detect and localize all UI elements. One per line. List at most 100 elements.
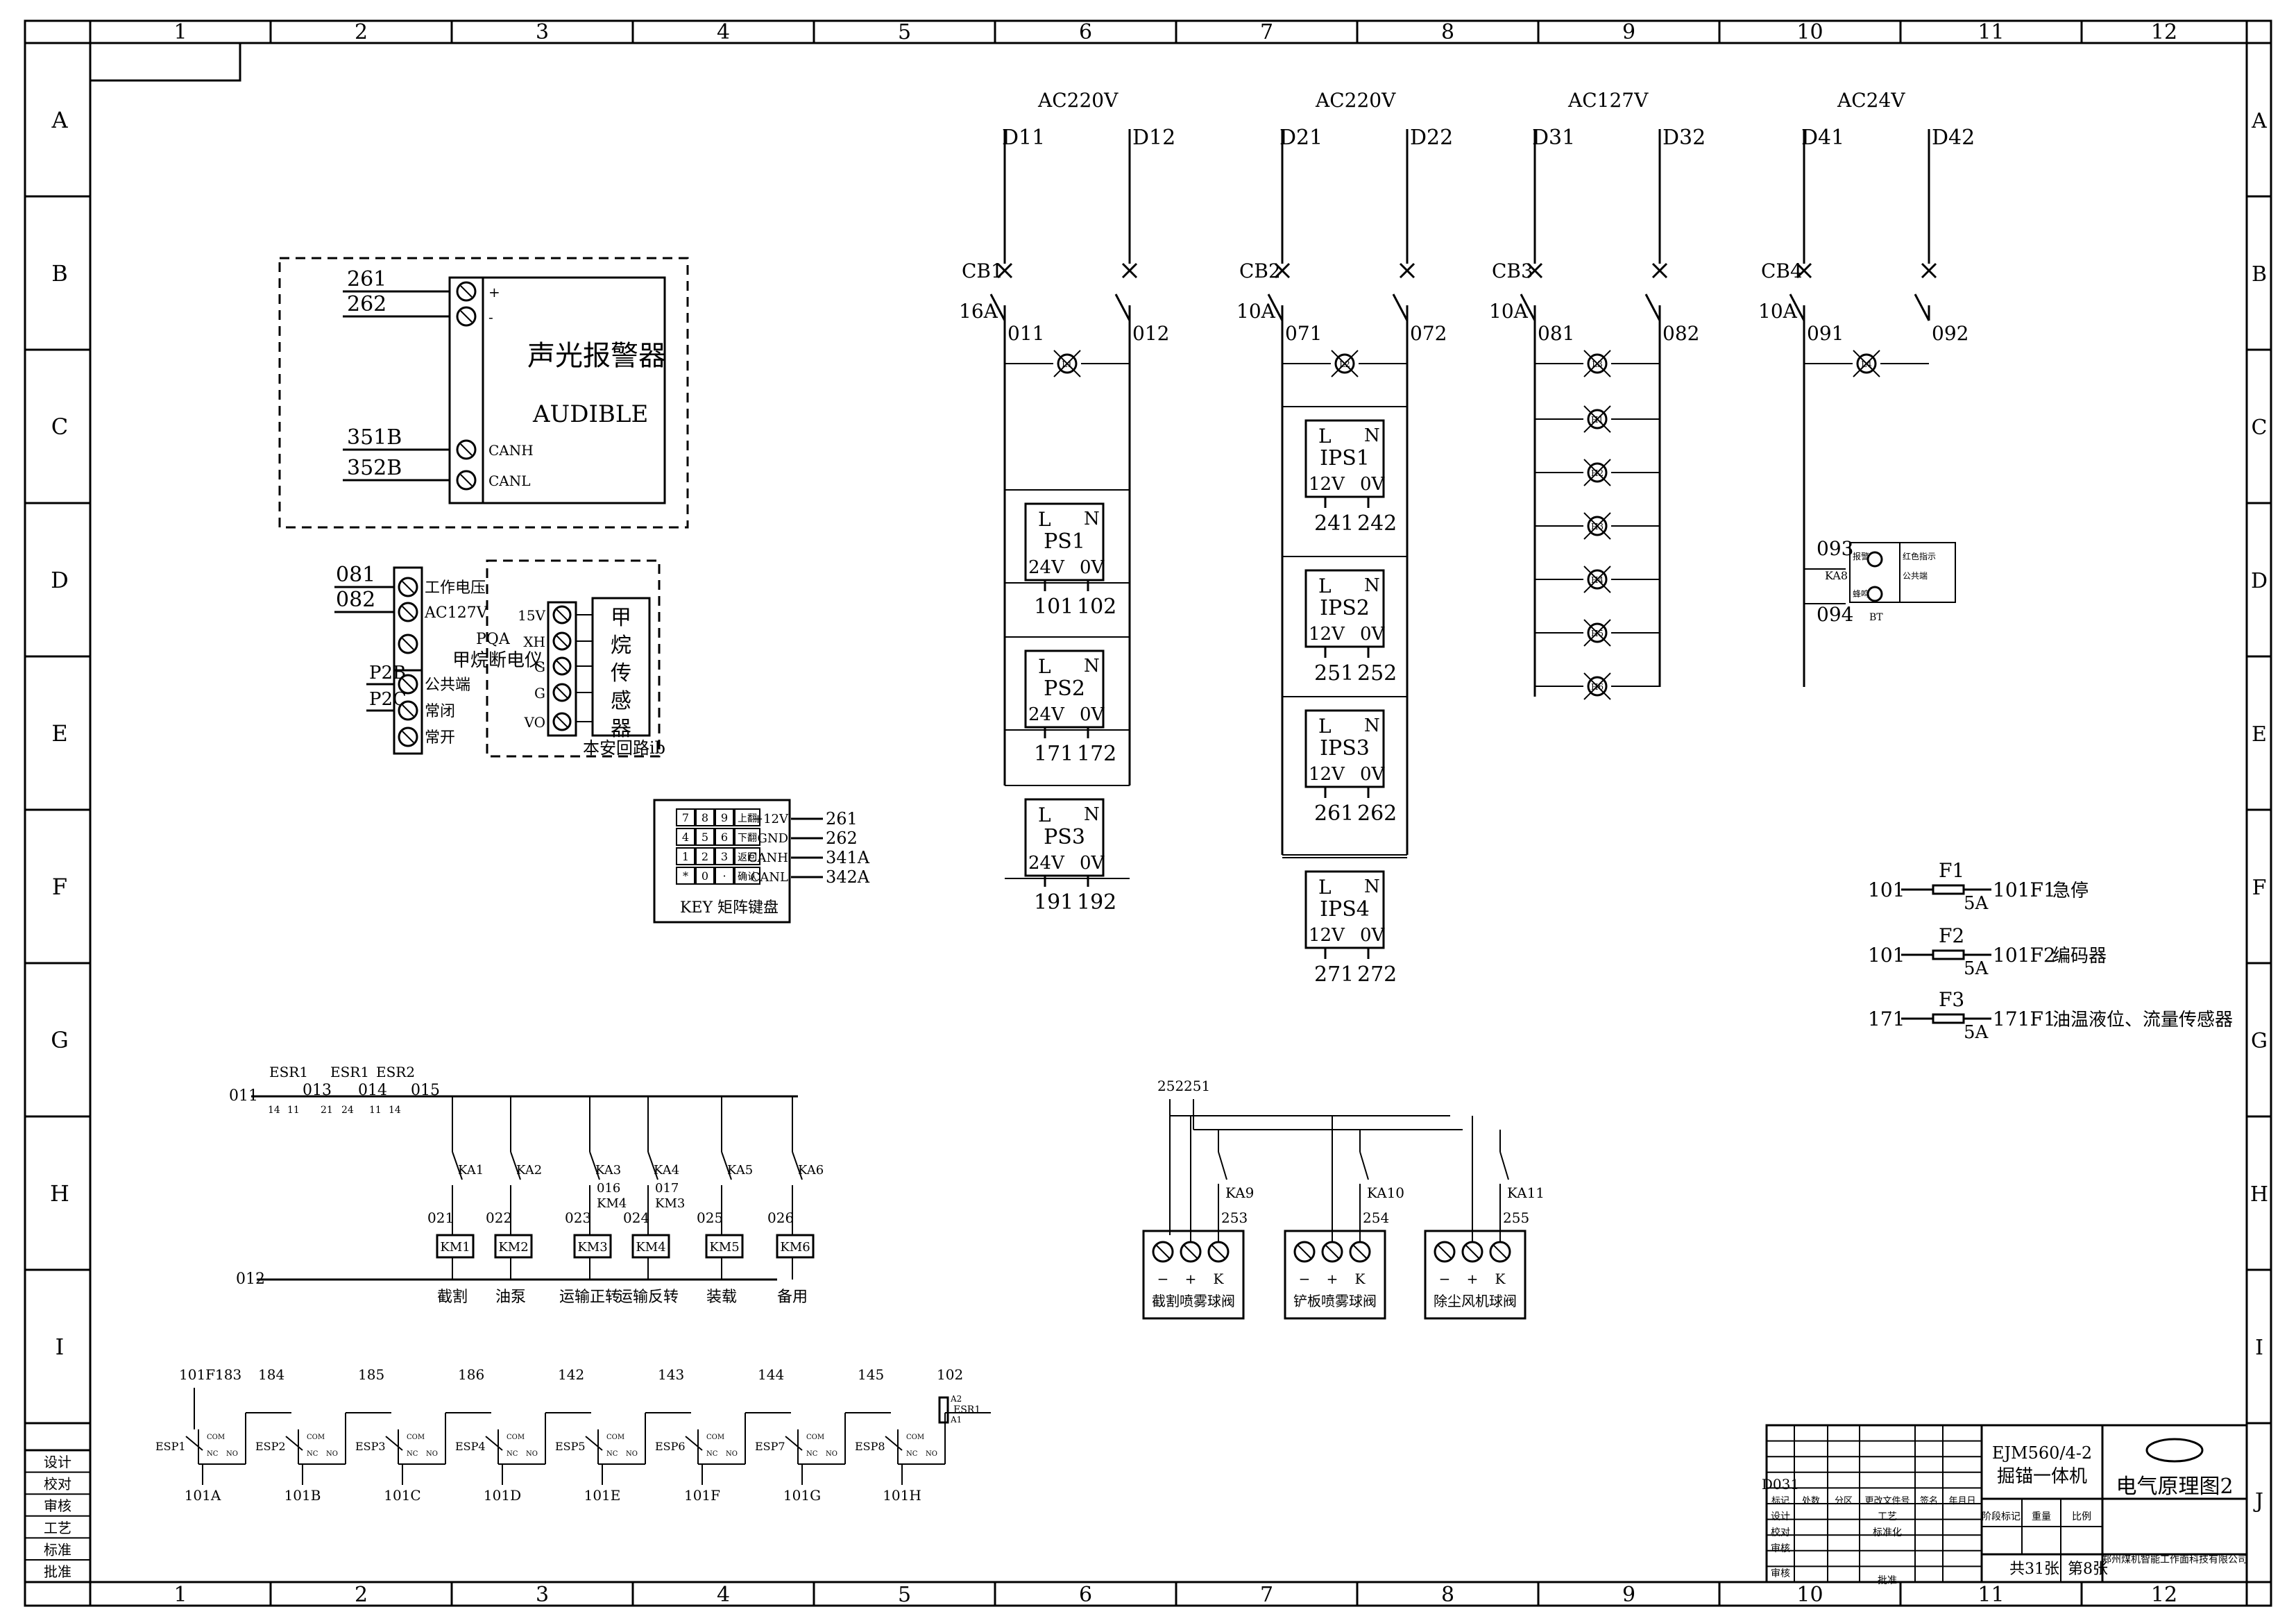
contact-tag: NO <box>826 1450 837 1458</box>
supply-input-label: D21 <box>1279 126 1323 150</box>
sensor-char: 器 <box>611 717 631 741</box>
psu-name: IPS1 <box>1320 446 1370 470</box>
contact-tag: NO <box>426 1450 438 1458</box>
screw-slot <box>1184 1245 1198 1259</box>
bus-label: 013 <box>303 1082 332 1099</box>
coil-pin: A2 <box>950 1394 962 1404</box>
interlock-node: 017 <box>655 1181 679 1196</box>
keypad-key <box>715 808 734 826</box>
side-label: 校对 <box>44 1476 71 1493</box>
keypad-key <box>715 828 734 846</box>
column-label: 2 <box>355 1583 368 1607</box>
valve-label: 截割喷雾球阀 <box>1152 1293 1235 1309</box>
terminal-screw <box>398 634 418 654</box>
row-label: F <box>52 874 67 900</box>
relay-contact <box>1499 1151 1509 1180</box>
lamp-label: L4 <box>1861 359 1872 369</box>
sensor-char: 甲 <box>611 606 631 630</box>
screw-slot <box>1353 1245 1367 1259</box>
psu-box <box>1304 569 1385 648</box>
valve-label: 铲板喷雾球阀 <box>1293 1293 1377 1309</box>
keypad-key <box>734 847 760 865</box>
tb-head: 标记 <box>1771 1496 1789 1506</box>
supply-voltage: AC220V <box>1037 89 1119 112</box>
estop-name: ESP3 <box>355 1440 386 1453</box>
contact-tag: NO <box>926 1450 937 1458</box>
esr-label: ESR1 <box>269 1064 308 1080</box>
row-label: B <box>2252 262 2267 287</box>
esr-coil-label: ESR1 <box>953 1404 980 1416</box>
estop-top-label: 145 <box>858 1366 884 1383</box>
breaker-mark <box>1121 262 1138 279</box>
fuse-name: F1 <box>1939 859 1964 882</box>
ka-label: KA6 <box>798 1163 824 1178</box>
keypad-key-label: 9 <box>721 811 728 824</box>
row-label: A <box>2251 109 2267 133</box>
row-label: H <box>50 1180 69 1207</box>
interlock-label: KM4 <box>597 1196 627 1211</box>
tb-sheet-no: 第8张 <box>2068 1561 2108 1578</box>
terminal-screw <box>552 712 572 731</box>
breaker-contact <box>989 294 1006 321</box>
branch-label: 运输反转 <box>618 1289 679 1306</box>
drawing-frame <box>24 19 2272 1607</box>
fuse-desc: 编码器 <box>2052 946 2107 967</box>
esr-label: ESR2 <box>376 1064 415 1080</box>
breaker-label: CB1 <box>962 260 1003 282</box>
estop-top-label: 185 <box>358 1366 384 1383</box>
row-label: E <box>2252 722 2267 747</box>
fuse-body <box>1932 949 1965 960</box>
row-label: I <box>56 1334 65 1360</box>
breaker-rating: 10A <box>1758 300 1798 323</box>
psu-box <box>1304 870 1385 949</box>
keypad-key-label: · <box>722 869 726 883</box>
esr-coil <box>938 1396 949 1424</box>
sensor-char: 感 <box>611 689 631 713</box>
lamp-cross <box>1583 405 1611 433</box>
bus-label: 014 <box>358 1082 387 1099</box>
keypad-label: KEY 矩阵键盘 <box>680 899 779 917</box>
keypad-wire-label: 342A <box>826 867 870 887</box>
psu-out-label: 191 <box>1034 890 1073 915</box>
psu-zero: 0V <box>1360 925 1386 946</box>
row-label: B <box>51 260 68 287</box>
alarm-pin-label: CANL <box>488 473 531 489</box>
breaker-rating: 10A <box>1489 300 1529 323</box>
column-label: 12 <box>2151 20 2177 44</box>
contact-number: 24 <box>341 1105 354 1116</box>
contactor-coil <box>631 1234 670 1259</box>
psu-volt: 24V <box>1028 704 1065 725</box>
psu-name: IPS2 <box>1320 596 1370 620</box>
bus-label: 015 <box>411 1082 440 1099</box>
valve-terminal <box>1152 1241 1174 1263</box>
column-label: 4 <box>717 1583 730 1607</box>
ka-label: KA3 <box>595 1163 621 1178</box>
methane-breaker: PQA 甲烷断电仪 本安回路ib 工作电压AC127V公共端常闭常开081082… <box>334 559 665 758</box>
contact-tag: COM <box>207 1434 225 1441</box>
estop-top-label: 184 <box>258 1366 284 1383</box>
tb-machine: 掘锚一体机 <box>1997 1466 2087 1487</box>
column-label: 4 <box>717 20 730 44</box>
estop-contact <box>585 1436 603 1451</box>
keypad-key-label: 3 <box>721 850 728 863</box>
tb-mid-label: 标准化 <box>1873 1527 1902 1538</box>
ac24-note: 红色指示 <box>1903 551 1936 561</box>
alarm-pin-label: - <box>488 309 493 325</box>
psu-pin-n: N <box>1084 509 1100 529</box>
terminal-screw <box>552 631 572 651</box>
lamp-label: L3 <box>1592 359 1603 369</box>
lamp-label: H4 <box>1591 575 1604 585</box>
psu-volt: 12V <box>1309 624 1345 645</box>
tb-company: 郑州煤机智能工作面科技有限公司 <box>2102 1554 2247 1565</box>
lamp-label: H2 <box>1591 468 1604 478</box>
estop-top-label: 143 <box>658 1366 684 1383</box>
contact-tag: COM <box>507 1434 525 1441</box>
methane-terminal-label: 公共端 <box>425 677 470 694</box>
keypad-key <box>734 808 760 826</box>
contact-tag: NC <box>507 1450 518 1458</box>
contact-tag: COM <box>407 1434 425 1441</box>
